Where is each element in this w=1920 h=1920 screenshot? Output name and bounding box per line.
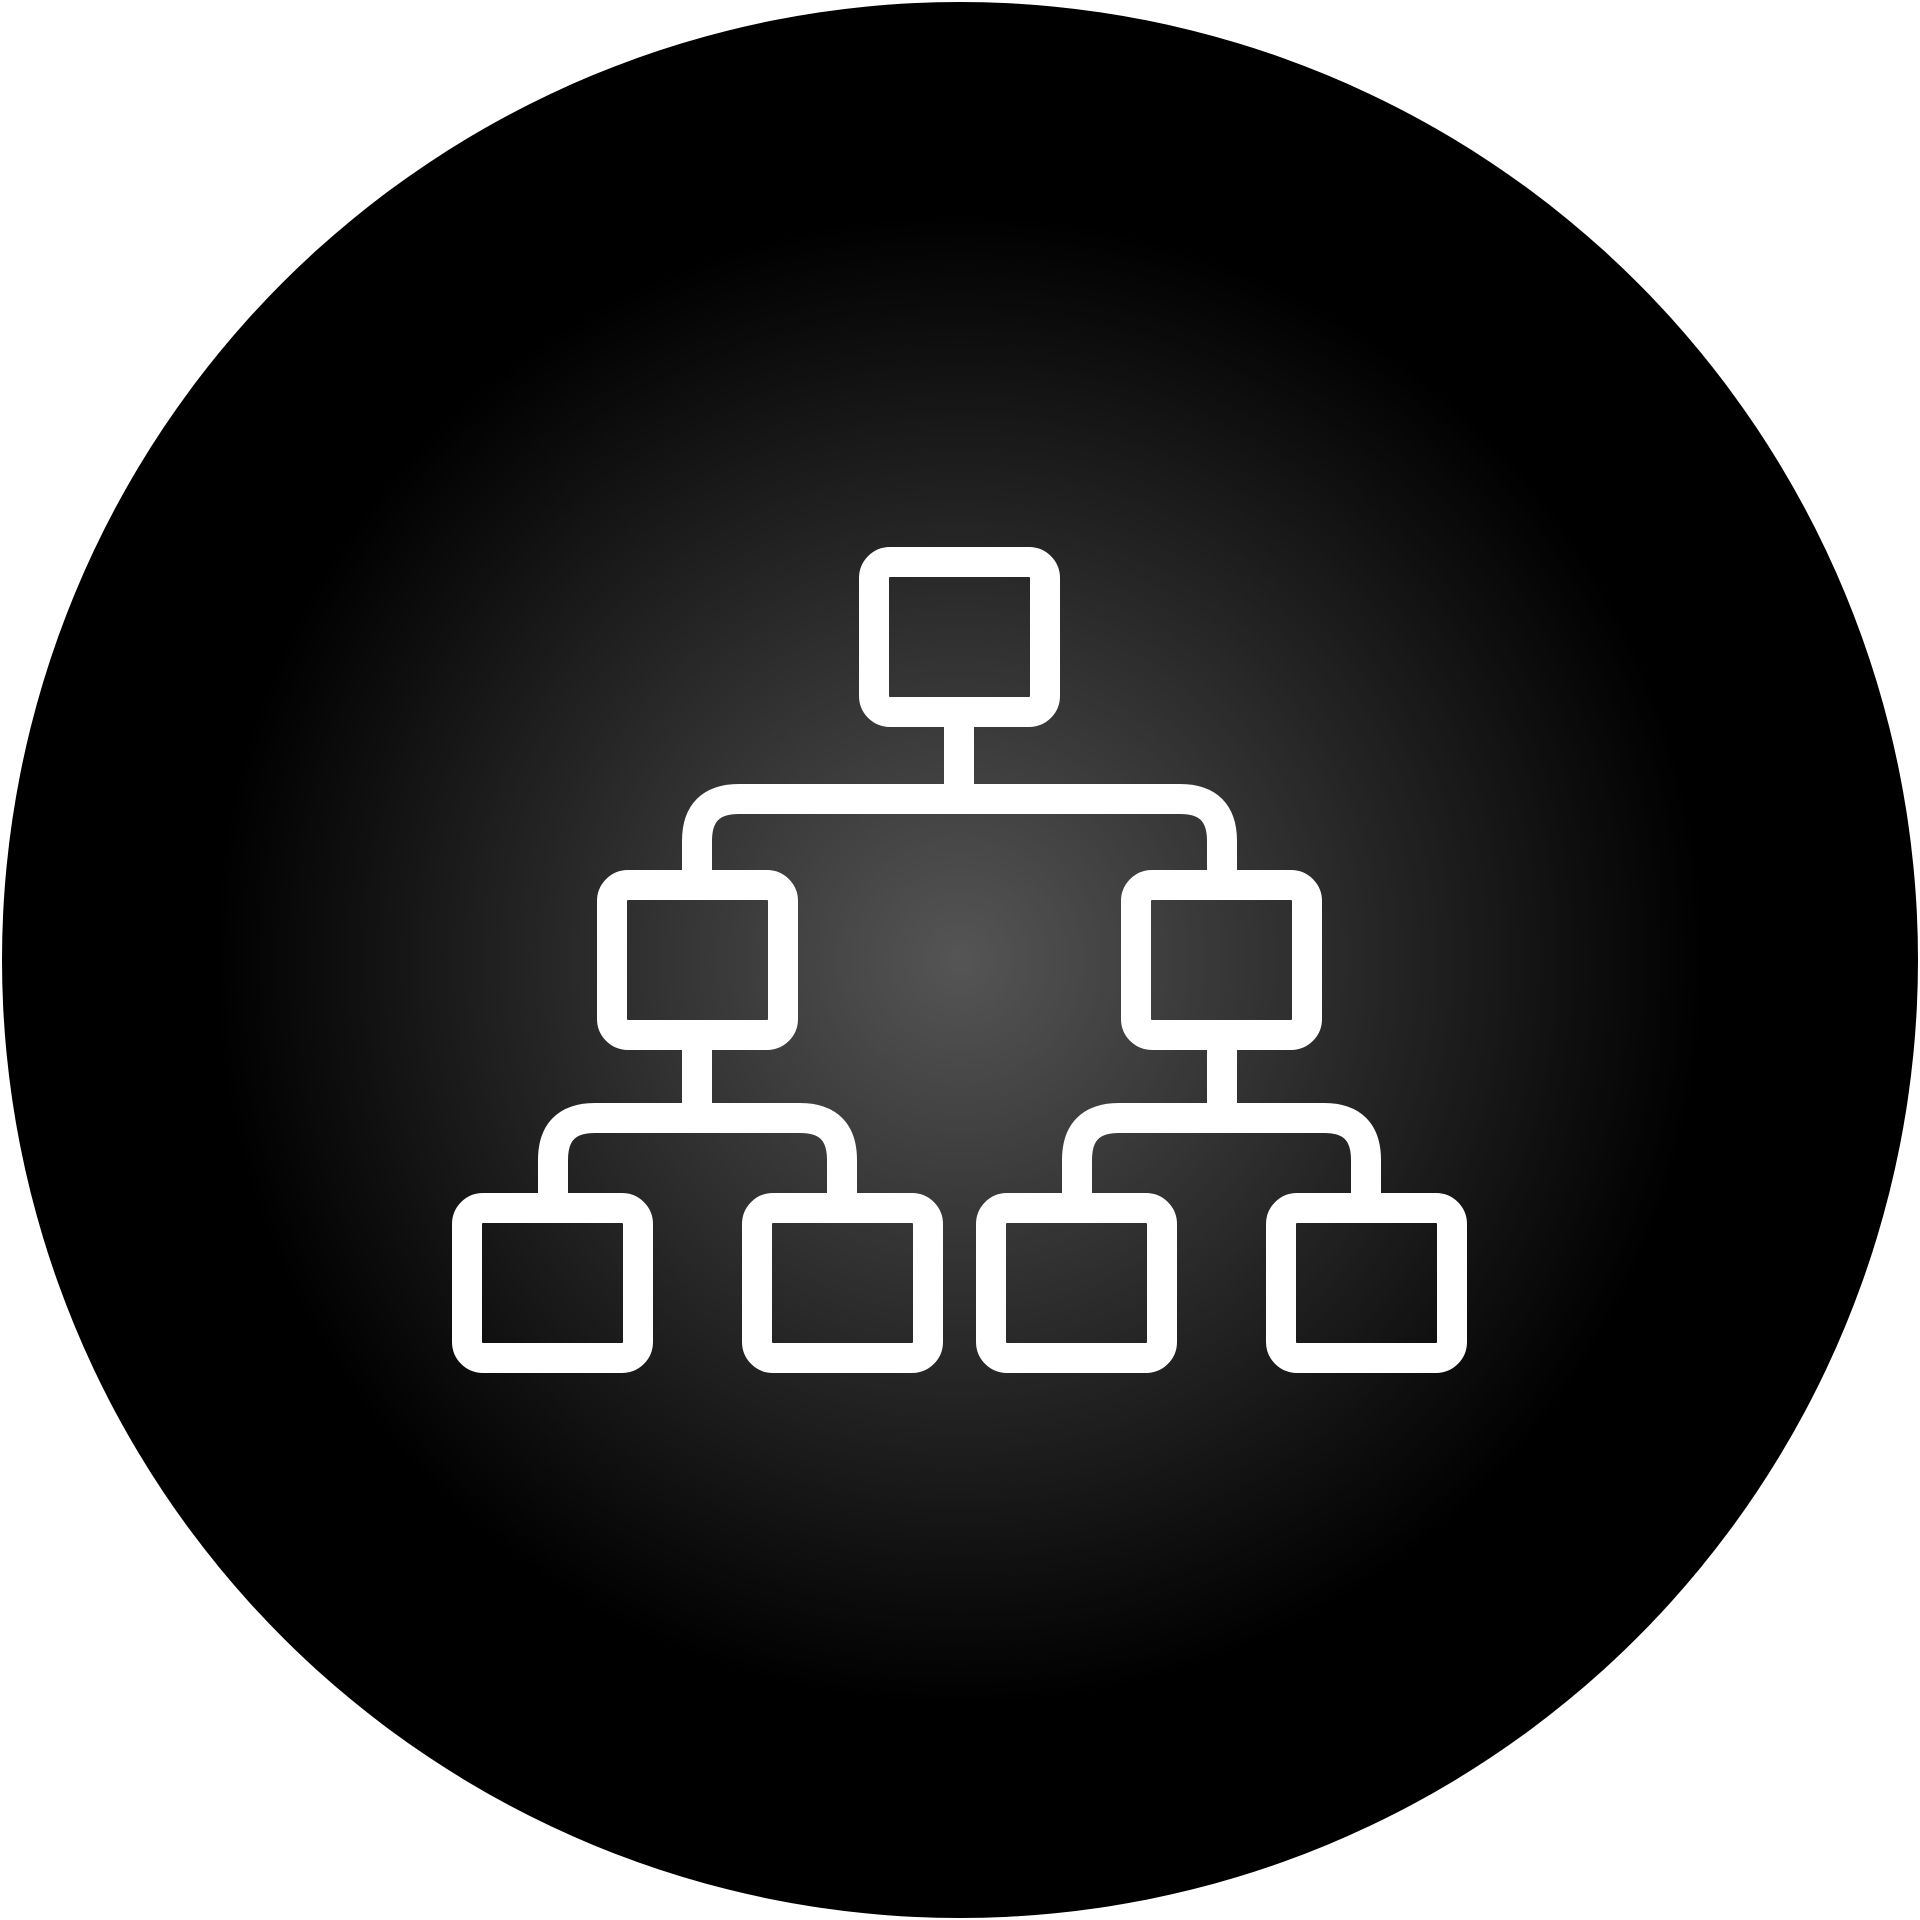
node-root bbox=[859, 547, 1060, 727]
node-level2-2 bbox=[742, 1193, 943, 1373]
node-level2-4 bbox=[1266, 1193, 1467, 1373]
node-level2-3 bbox=[976, 1193, 1177, 1373]
node-level1-right bbox=[1121, 870, 1322, 1050]
connector-left-children bbox=[538, 1103, 857, 1193]
node-level1-left bbox=[597, 870, 798, 1050]
connector-level-1 bbox=[682, 784, 1237, 870]
connector-right-children bbox=[1062, 1103, 1381, 1193]
org-chart-icon bbox=[452, 547, 1467, 1373]
node-level2-1 bbox=[452, 1193, 653, 1373]
